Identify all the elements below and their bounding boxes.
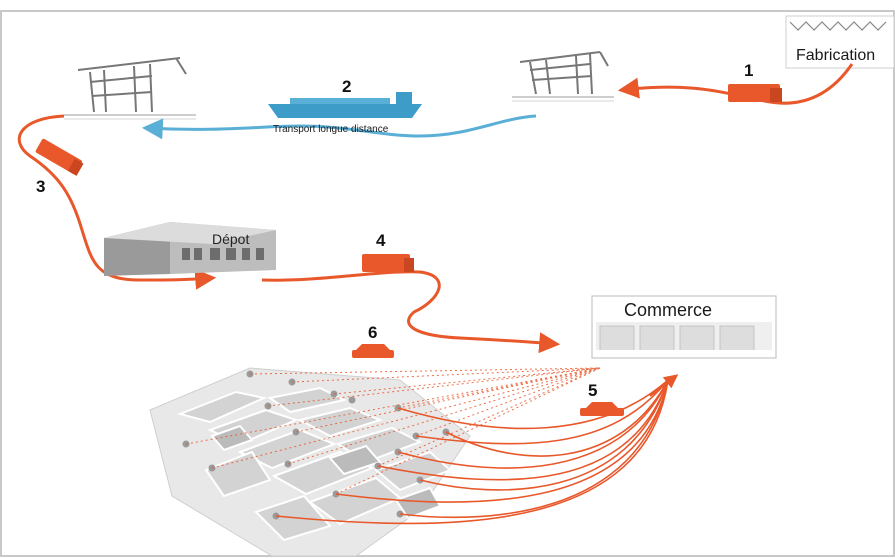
step-number-4: 4 <box>376 231 386 250</box>
step-number-5: 5 <box>588 381 597 400</box>
step-number-6: 6 <box>368 323 377 342</box>
step-number-3: 3 <box>36 177 45 196</box>
crane-icon <box>512 51 614 102</box>
frame-border <box>0 10 895 557</box>
factory-icon: Fabrication <box>785 15 895 69</box>
fabrication-label: Fabrication <box>796 47 875 64</box>
crane-icon <box>64 57 196 120</box>
truck-icon <box>728 84 782 102</box>
sea-route <box>141 114 537 140</box>
transport-label: Transport longue distance <box>273 124 389 135</box>
shop-icon: Commerce <box>591 295 777 359</box>
delivery-routes <box>275 379 669 525</box>
delivery-arrow <box>649 374 679 397</box>
commerce-label: Commerce <box>624 300 712 320</box>
car-icon <box>580 402 624 416</box>
truck-icon <box>35 138 84 176</box>
ship-icon <box>268 92 422 118</box>
step-number-2: 2 <box>342 77 351 96</box>
route-step3 <box>17 114 217 290</box>
consumer-trips <box>185 367 601 495</box>
depot-label: Dépot <box>212 231 249 247</box>
city-map-icon <box>149 367 471 557</box>
step-number-1: 1 <box>744 61 753 80</box>
warehouse-icon: Dépot <box>104 222 276 276</box>
car-icon <box>352 344 394 358</box>
route-step4 <box>261 270 561 354</box>
truck-icon <box>362 254 414 272</box>
